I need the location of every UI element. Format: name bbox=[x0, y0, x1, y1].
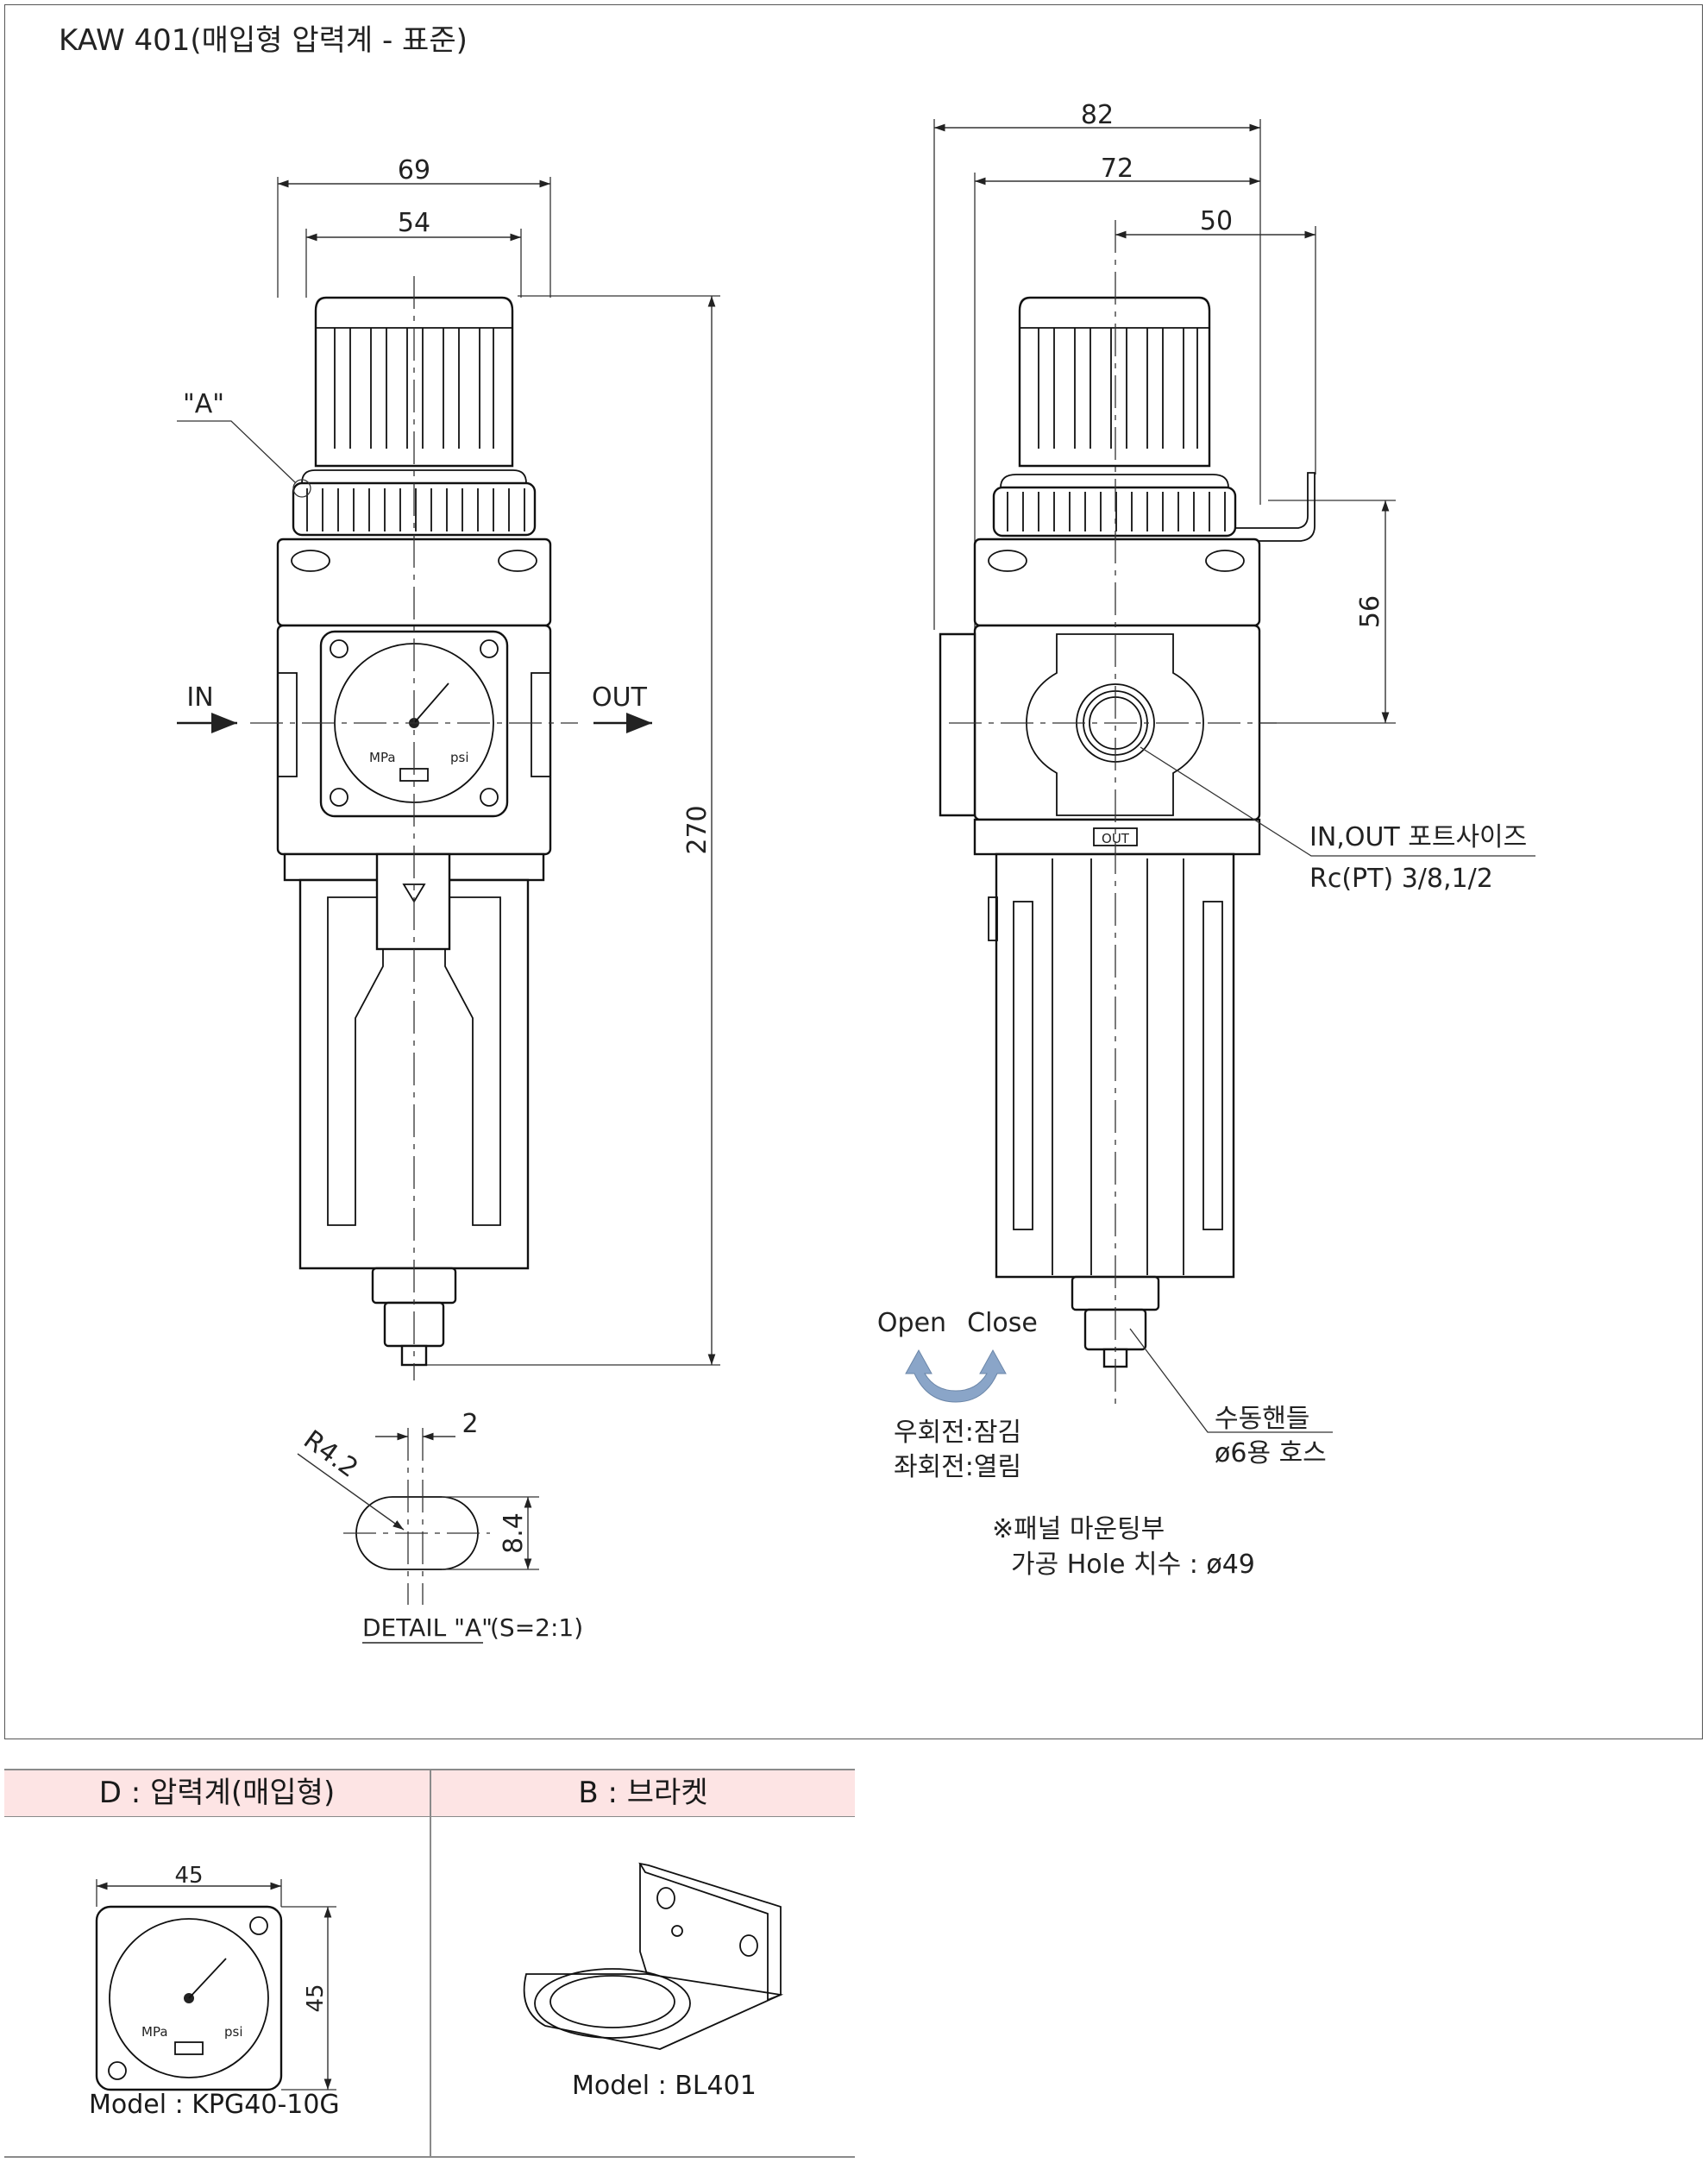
port-label-1: IN,OUT 포트사이즈 bbox=[1309, 822, 1527, 852]
header-bracket: B : 브라켓 bbox=[431, 1769, 855, 1817]
gauge-dim-h: 45 bbox=[303, 1984, 329, 2012]
dim-50: 50 bbox=[1200, 206, 1233, 236]
panel-note-1: ※패널 마운팅부 bbox=[992, 1514, 1165, 1544]
dim-82: 82 bbox=[1081, 100, 1114, 130]
dim-270: 270 bbox=[682, 805, 713, 854]
detail-radius: R4.2 bbox=[298, 1424, 363, 1484]
drawing-title: KAW 401(매입형 압력계 - 표준) bbox=[59, 23, 468, 58]
label-open: Open bbox=[877, 1308, 946, 1338]
header-gauge: D : 압력계(매입형) bbox=[4, 1769, 430, 1817]
dim-54: 54 bbox=[398, 208, 430, 238]
rotation-note-1: 우회전:잠김 bbox=[894, 1418, 1021, 1448]
column-divider bbox=[430, 1769, 431, 2157]
detail-dim-2: 2 bbox=[462, 1409, 478, 1439]
detail-a: 2 8.4 R4.2 DETAIL "A" (S=2:1) bbox=[297, 1409, 583, 1644]
dim-72: 72 bbox=[1101, 154, 1133, 184]
svg-text:MPa: MPa bbox=[141, 2024, 168, 2040]
dim-56: 56 bbox=[1355, 595, 1385, 628]
detail-dim-8-4: 8.4 bbox=[499, 1512, 529, 1554]
gauge-illustration: 45 45 MPa psi bbox=[95, 1863, 336, 2091]
bracket-model: Model : BL401 bbox=[572, 2071, 757, 2101]
detail-scale: (S=2:1) bbox=[490, 1613, 583, 1642]
gauge-unit-mpa: MPa bbox=[369, 750, 396, 765]
drawing-frame bbox=[4, 4, 1703, 1739]
gauge-model: Model : KPG40-10G bbox=[89, 2090, 340, 2120]
svg-text:psi: psi bbox=[224, 2024, 243, 2040]
drain-label-2: ø6용 호스 bbox=[1215, 1438, 1327, 1468]
bracket-illustration bbox=[523, 1862, 784, 2050]
label-in: IN bbox=[186, 682, 213, 713]
table-bottom-rule bbox=[4, 2156, 855, 2158]
gauge-dim-w: 45 bbox=[174, 1863, 203, 1889]
detail-caption: DETAIL "A" bbox=[362, 1613, 493, 1642]
options-table: D : 압력계(매입형) B : 브라켓 Model : KPG40-10G M… bbox=[4, 1769, 855, 2159]
label-out: OUT bbox=[592, 682, 648, 713]
rotation-note-2: 좌회전:열림 bbox=[894, 1452, 1021, 1482]
front-view: 69 54 270 bbox=[177, 155, 720, 1380]
label-close: Close bbox=[967, 1308, 1038, 1338]
gauge-unit-psi: psi bbox=[450, 750, 469, 765]
side-view: 82 72 50 56 bbox=[877, 100, 1535, 1580]
rotation-arrow-icon bbox=[905, 1349, 1007, 1403]
drain-label-1: 수동핸들 bbox=[1215, 1404, 1309, 1434]
port-label-2: Rc(PT) 3/8,1/2 bbox=[1309, 864, 1493, 894]
dim-69: 69 bbox=[398, 155, 430, 185]
panel-note-2: 가공 Hole 치수 : ø49 bbox=[1011, 1550, 1255, 1580]
callout-a: "A" bbox=[183, 389, 224, 419]
out-mark: OUT bbox=[1102, 831, 1130, 846]
